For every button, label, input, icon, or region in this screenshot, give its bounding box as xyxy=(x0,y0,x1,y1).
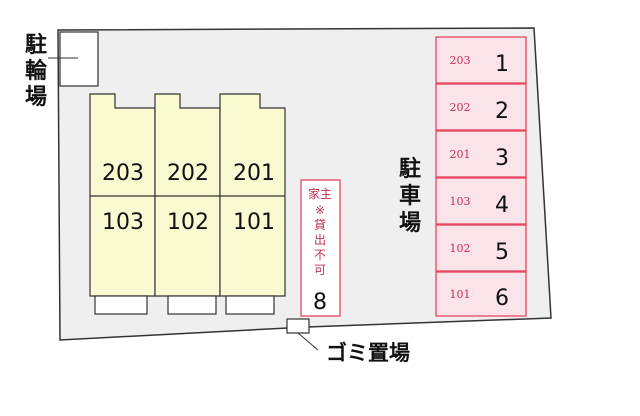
parking-slot-2-unit: 202 xyxy=(450,101,471,114)
bicycle-label-3: 場 xyxy=(25,85,47,110)
unit-label-203: 203 xyxy=(102,161,144,186)
trash-area xyxy=(286,318,310,334)
parking-slot-3-unit: 201 xyxy=(450,148,471,161)
parking-slot-5-unit: 102 xyxy=(450,242,471,255)
owner-slot-line-4: 出 xyxy=(314,233,326,247)
parking-slot-6 xyxy=(435,271,527,317)
parking-label-3: 場 xyxy=(399,211,421,236)
parking-slot-3-number: 3 xyxy=(495,146,509,171)
owner-slot-line-5: 不 xyxy=(314,248,326,262)
parking-slot-1 xyxy=(435,36,527,84)
owner-slot-line-3: 貸 xyxy=(314,217,326,232)
parking-slot-4-unit: 103 xyxy=(450,195,471,208)
building-col-201-101 xyxy=(219,93,286,297)
balcony-101 xyxy=(225,295,275,315)
parking-slot-5 xyxy=(435,224,527,272)
parking-slot-3 xyxy=(435,130,527,178)
owner-slot-line-1: 家主 xyxy=(308,186,332,201)
parking-slot-5-number: 5 xyxy=(495,240,509,265)
parking-slot-6-unit: 101 xyxy=(450,288,471,301)
parking-slot-1-unit: 203 xyxy=(450,54,471,67)
unit-label-101: 101 xyxy=(233,210,275,235)
unit-label-103: 103 xyxy=(102,210,144,235)
parking-label-1: 駐 xyxy=(399,156,421,182)
parking-slot-6-number: 6 xyxy=(495,286,509,311)
unit-label-102: 102 xyxy=(167,210,209,235)
owner-slot-line-6: 可 xyxy=(314,263,326,277)
parking-slot-2-number: 2 xyxy=(495,99,509,124)
bicycle-label-1: 駐 xyxy=(25,32,47,58)
trash-label: ゴミ置場 xyxy=(326,341,410,365)
parking-label-2: 車 xyxy=(399,184,421,209)
unit-label-201: 201 xyxy=(233,161,275,186)
building: 203 202 201 103 102 101 xyxy=(89,93,286,315)
parking-slots: 203 1 202 2 201 3 103 4 102 5 101 6 xyxy=(435,36,527,317)
parking-slot-1-number: 1 xyxy=(495,52,509,77)
building-col-202-102 xyxy=(154,93,221,297)
balcony-102 xyxy=(167,295,217,315)
owner-parking-slot: 家主 ※ 貸 出 不 可 8 xyxy=(300,179,341,317)
building-col-203-103 xyxy=(89,93,156,297)
balcony-103 xyxy=(94,295,148,315)
bicycle-parking-area xyxy=(59,31,99,87)
owner-slot-box xyxy=(300,179,341,317)
parking-slot-2 xyxy=(435,83,527,131)
parking-slot-4-number: 4 xyxy=(495,193,509,218)
trash-pointer-line xyxy=(297,332,319,351)
parking-slot-4 xyxy=(435,177,527,225)
owner-slot-line-2: ※ xyxy=(315,203,325,217)
owner-slot-number: 8 xyxy=(313,290,327,315)
bicycle-label-2: 輪 xyxy=(25,58,48,84)
unit-label-202: 202 xyxy=(167,161,209,186)
